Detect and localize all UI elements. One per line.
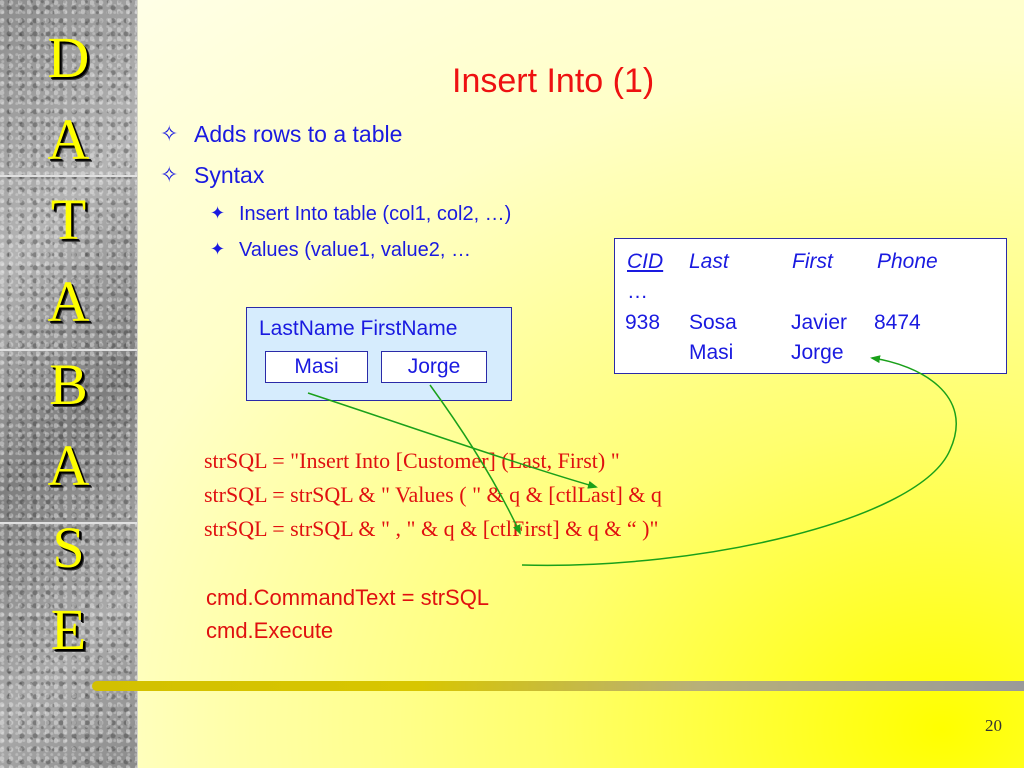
table-cell: Jorge [791,341,844,364]
last-name-field[interactable]: Masi [265,351,368,383]
bullet-star-icon: ✧ [160,162,179,187]
first-name-field[interactable]: Jorge [381,351,487,383]
sidebar-letter: A [47,269,90,334]
bullet-text: Syntax [194,162,265,188]
slide-title: Insert Into (1) [452,62,655,100]
table-cell: 938 [625,311,661,334]
table-header-phone: Phone [877,250,938,273]
code-line: strSQL = strSQL & " , " & q & [ctlFirst]… [204,516,659,541]
sidebar-divider [0,522,137,524]
sub-bullet-star-icon: ✦ [210,239,226,259]
table-header-last: Last [689,250,729,273]
table-header-first: First [792,250,833,273]
sidebar [0,0,137,768]
command-line: cmd.CommandText = strSQL [206,585,490,610]
table-cell: Javier [791,311,848,334]
sidebar-letter: B [49,352,88,417]
sidebar-letter: A [47,107,90,172]
sidebar-letter: E [50,597,87,662]
code-line: strSQL = strSQL & " Values ( " & q & [ct… [204,482,662,507]
sub-bullet-text: Insert Into table (col1, col2, …) [239,203,512,225]
table-ellipsis: … [627,280,648,303]
form-header: LastName FirstName [259,317,458,340]
bullet-text: Adds rows to a table [194,121,403,147]
sidebar-letter: T [50,187,87,252]
table-header-cid: CID [627,250,664,273]
sub-bullet-star-icon: ✦ [210,203,226,223]
sidebar-letter: D [47,25,90,90]
table-cell: 8474 [874,311,921,334]
bullet-star-icon: ✧ [160,121,179,146]
sidebar-divider [0,175,137,177]
footer-rule [92,681,1024,691]
input-form: LastName FirstName Masi Jorge [246,307,512,401]
customer-table: CID Last First Phone … 938 Sosa Javier 8… [614,238,1007,374]
table-cell: Sosa [689,311,737,334]
sidebar-edge [137,0,138,768]
sidebar-letter: A [47,433,90,498]
table-cell: Masi [689,341,734,364]
sidebar-divider [0,349,137,351]
page-number: 20 [985,716,1002,735]
command-line: cmd.Execute [206,618,334,643]
sub-bullet-text: Values (value1, value2, … [239,239,471,261]
code-line: strSQL = "Insert Into [Customer] (Last, … [204,448,620,473]
sidebar-letter: S [52,515,85,580]
